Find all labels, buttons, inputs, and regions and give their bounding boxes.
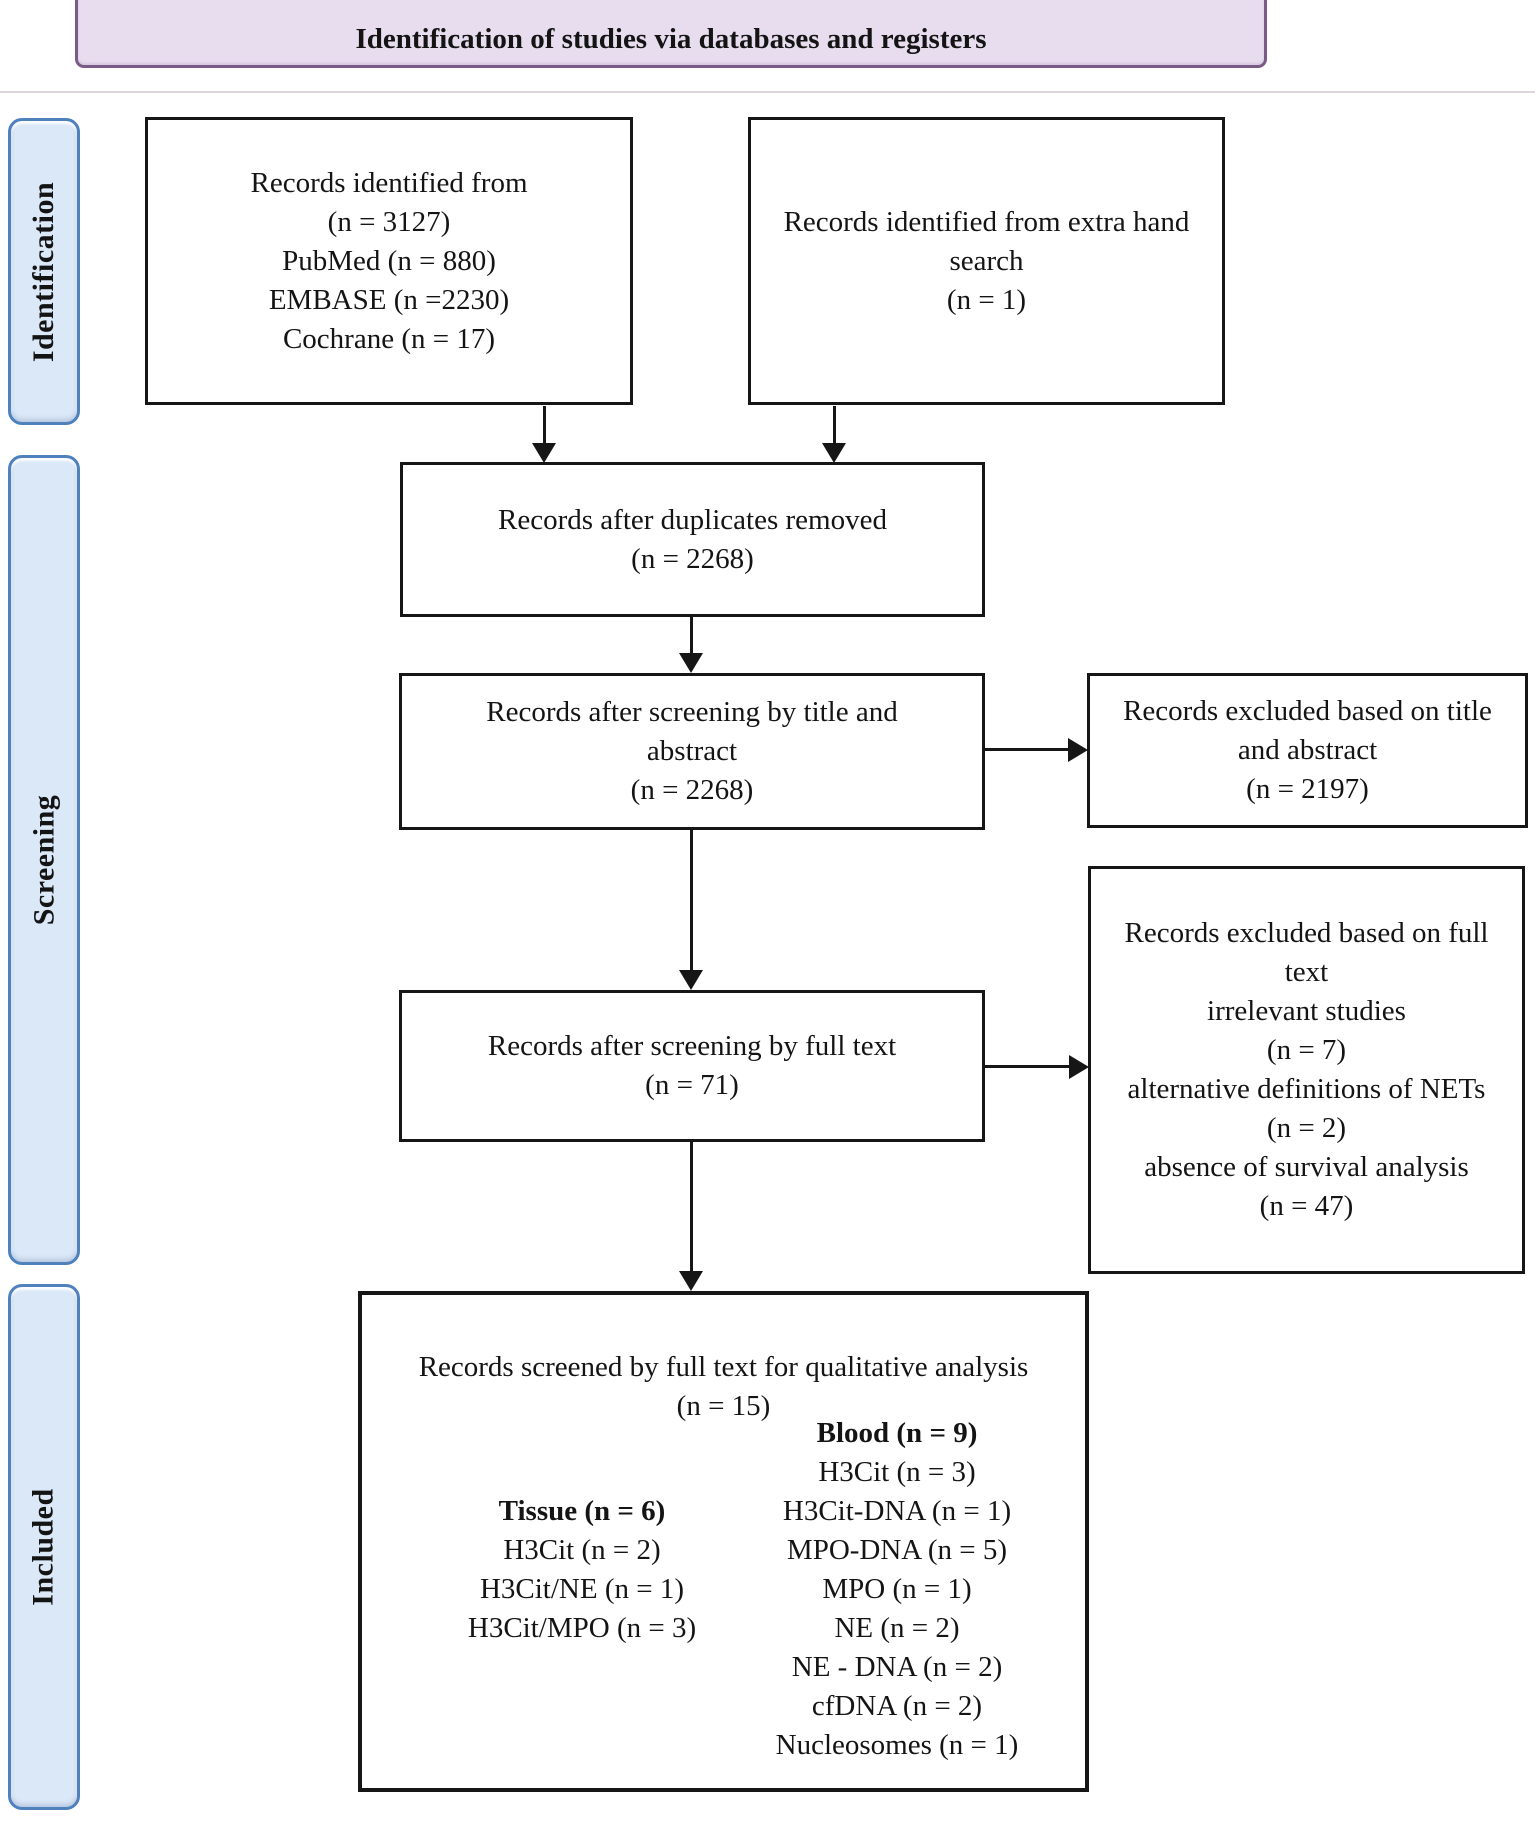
blood-item: H3Cit-DNA (n = 1): [782, 1495, 1012, 1527]
box-duplicates-removed: Records after duplicates removed (n = 22…: [400, 462, 985, 617]
arrowhead-titleabstract-to-fulltext: [679, 970, 703, 990]
blood-item: NE - DNA (n = 2): [791, 1651, 1003, 1683]
box-full-text-screening: Records after screening by full text (n …: [399, 990, 985, 1142]
box-line: absence of survival analysis: [1144, 1151, 1469, 1183]
blood-item: Nucleosomes (n = 1): [775, 1729, 1019, 1761]
arrowhead-fulltext-to-qualitative: [679, 1271, 703, 1291]
tissue-column: Tissue (n = 6) H3Cit (n = 2) H3Cit/NE (n…: [362, 1492, 802, 1648]
box-records-identified-databases: Records identified from (n = 3127) PubMe…: [145, 117, 633, 405]
arrowhead-handsearch-to-duplicates: [822, 443, 846, 463]
blood-item: MPO-DNA (n = 5): [786, 1534, 1008, 1566]
box-line: search: [949, 244, 1024, 277]
stage-label-included-text: Included: [27, 1488, 61, 1606]
box-records-identified-hand-search: Records identified from extra hand searc…: [748, 117, 1225, 405]
arrow-to-excluded-titleabstract: [985, 748, 1069, 751]
arrowhead-duplicates-to-titleabstract: [679, 653, 703, 673]
box-line: (n = 71): [645, 1069, 739, 1101]
box-line: Cochrane (n = 17): [282, 322, 496, 355]
box-line: irrelevant studies: [1207, 995, 1406, 1027]
box-line: (n = 2268): [631, 542, 754, 575]
arrow-duplicates-to-titleabstract: [690, 617, 693, 655]
arrow-titleabstract-to-fulltext: [690, 830, 693, 972]
tissue-column-header: Tissue (n = 6): [498, 1495, 666, 1527]
header-banner: Identification of studies via databases …: [75, 0, 1267, 68]
blood-column: Blood (n = 9) H3Cit (n = 3) H3Cit-DNA (n…: [652, 1414, 1142, 1765]
arrow-fulltext-to-qualitative: [690, 1142, 693, 1273]
qualitative-title: Records screened by full text for qualit…: [362, 1348, 1085, 1426]
arrowhead-to-excluded-titleabstract: [1068, 738, 1088, 762]
blood-item: cfDNA (n = 2): [811, 1690, 983, 1722]
diagram-title: Identification of studies via databases …: [355, 23, 987, 55]
page-edge-line: [0, 91, 1535, 93]
arrow-handsearch-to-duplicates: [833, 406, 836, 446]
box-line: Records screened by full text for qualit…: [418, 1351, 1029, 1383]
arrowhead-databases-to-duplicates: [532, 443, 556, 463]
box-line: PubMed (n = 880): [282, 244, 496, 277]
box-line: (n = 15): [676, 1390, 771, 1422]
stage-label-identification: Identification: [8, 118, 80, 425]
box-line: (n = 1): [946, 283, 1027, 316]
stage-label-screening: Screening: [8, 455, 80, 1265]
blood-item: NE (n = 2): [834, 1612, 960, 1644]
box-line: and abstract: [1237, 734, 1378, 766]
box-excluded-full-text: Records excluded based on full text irre…: [1088, 866, 1525, 1274]
box-line: (n = 7): [1266, 1034, 1347, 1066]
box-line: Records excluded based on full: [1124, 917, 1489, 949]
box-excluded-title-abstract: Records excluded based on title and abst…: [1087, 673, 1528, 828]
stage-label-identification-text: Identification: [27, 181, 60, 362]
box-line: (n = 3127): [327, 205, 451, 238]
stage-label-screening-text: Screening: [27, 794, 61, 926]
box-line: (n = 2268): [630, 774, 754, 806]
tissue-item: H3Cit (n = 2): [503, 1534, 661, 1566]
box-line: Records after duplicates removed: [498, 503, 887, 536]
box-line: Records identified from: [250, 166, 528, 199]
tissue-item: H3Cit/MPO (n = 3): [467, 1612, 697, 1644]
arrow-databases-to-duplicates: [543, 406, 546, 446]
stage-label-included: Included: [8, 1284, 80, 1810]
arrowhead-to-excluded-fulltext: [1069, 1055, 1089, 1079]
box-line: Records after screening by full text: [487, 1030, 897, 1062]
box-line: (n = 2): [1266, 1112, 1347, 1144]
blood-column-header: Blood (n = 9): [816, 1417, 978, 1449]
box-line: Records excluded based on title: [1123, 695, 1492, 727]
box-line: EMBASE (n =2230): [268, 283, 510, 316]
box-title-abstract-screening: Records after screening by title and abs…: [399, 673, 985, 830]
arrow-to-excluded-fulltext: [985, 1065, 1070, 1068]
box-qualitative-analysis: Records screened by full text for qualit…: [358, 1291, 1089, 1792]
box-line: text: [1284, 956, 1329, 988]
box-line: abstract: [646, 735, 738, 767]
box-line: (n = 2197): [1246, 773, 1369, 805]
box-line: alternative definitions of NETs: [1127, 1073, 1486, 1105]
tissue-item: H3Cit/NE (n = 1): [479, 1573, 685, 1605]
box-line: Records identified from extra hand: [783, 205, 1190, 238]
blood-item: H3Cit (n = 3): [818, 1456, 976, 1488]
box-line: Records after screening by title and: [486, 696, 898, 728]
box-line: (n = 47): [1259, 1190, 1354, 1222]
blood-item: MPO (n = 1): [822, 1573, 972, 1605]
